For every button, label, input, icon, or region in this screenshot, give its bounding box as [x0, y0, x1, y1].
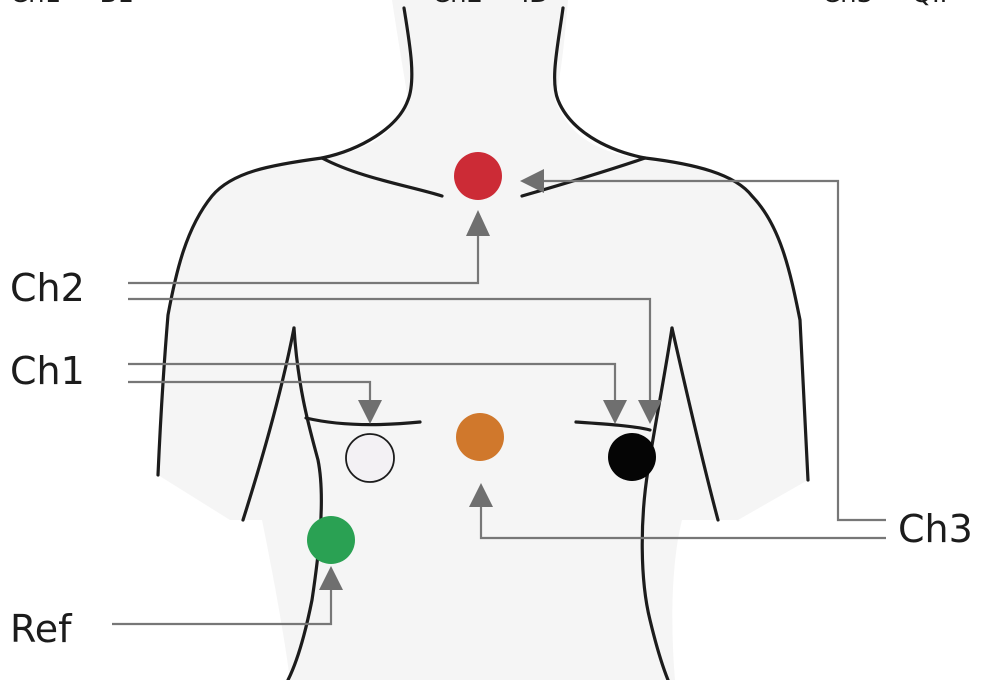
electrode-black [608, 433, 656, 481]
electrode-green [307, 516, 355, 564]
label-ch2: Ch2 [10, 266, 85, 310]
electrode-red [454, 152, 502, 200]
label-ref: Ref [10, 607, 73, 651]
torso-silhouette [158, 0, 808, 680]
label-ch3: Ch3 [898, 507, 973, 551]
electrode-orange [456, 413, 504, 461]
top-label-ch3: Ch3 = QII [822, 0, 947, 9]
label-ch1: Ch1 [10, 349, 85, 393]
top-label-ch1: Ch1 = B1 [10, 0, 134, 9]
top-label-ch2: Ch2 = ID [432, 0, 549, 9]
electrode-white [346, 434, 394, 482]
